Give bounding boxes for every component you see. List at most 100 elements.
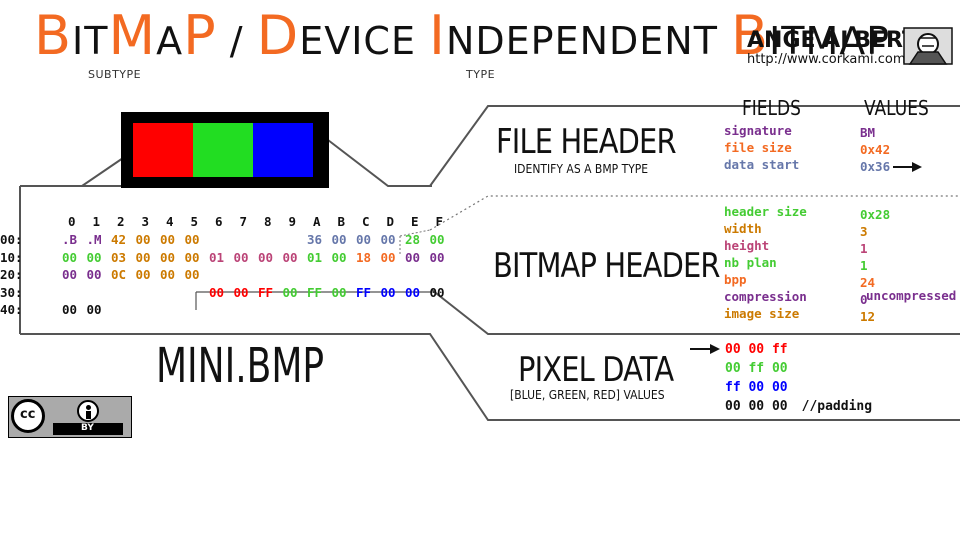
hex-byte: 00: [380, 249, 396, 265]
field-name: bpp: [724, 272, 747, 287]
hex-column-label: D: [386, 214, 395, 229]
hex-column-label: 4: [166, 214, 174, 229]
hex-byte: .B: [62, 232, 78, 247]
file-header-values: BM 0x42 0x36: [860, 124, 890, 175]
field-value: 0x42: [860, 142, 891, 157]
file-header-subtitle: IDENTIFY AS A BMP TYPE: [514, 162, 649, 176]
hex-column-label: 8: [264, 214, 272, 229]
hex-address: 20:: [0, 267, 23, 282]
hex-byte: 00: [184, 267, 200, 282]
file-header-fields: signature file size data start: [724, 122, 799, 173]
field-value: 0: [860, 292, 868, 307]
pixel-data-title: PIXEL DATA: [518, 350, 674, 390]
hex-byte: 0C: [111, 267, 127, 282]
hex-column-label: 7: [239, 214, 248, 229]
pixel-row: ff 00 00: [725, 378, 872, 397]
hex-column-label: 1: [92, 214, 101, 229]
pixel-bytes: 00 00 ff: [725, 342, 788, 357]
padding-comment: //padding: [801, 399, 873, 414]
field-name: compression: [724, 289, 807, 304]
hex-column-label: C: [362, 214, 370, 229]
page-title: BITMAP / DEVICE INDEPENDENT BITMAP: [34, 4, 891, 67]
by-strip: BY: [53, 423, 123, 435]
hex-byte: 28: [405, 232, 421, 247]
hex-byte: 00: [380, 284, 396, 300]
hex-byte: 00: [184, 249, 200, 265]
pixel-data-subtitle: [BLUE, GREEN, RED] VALUES: [510, 388, 665, 402]
field-name: image size: [724, 306, 800, 321]
hex-byte: 00: [184, 232, 200, 247]
hex-byte: 00: [380, 232, 396, 247]
field-value: 1: [860, 241, 868, 256]
pixel-data-rows: 00 00 ff 00 ff 00 ff 00 00 00 00 00 //paddin…: [725, 340, 872, 416]
hex-column-label: 2: [117, 214, 125, 229]
field-value: 12: [860, 309, 876, 324]
values-column-header: VALUES: [864, 96, 929, 120]
pixel-row: 00 00 00 //padding: [725, 397, 872, 416]
pixel-red: [133, 123, 193, 177]
field-name: file size: [724, 140, 792, 155]
bitmap-preview: [121, 112, 329, 188]
field-value: 3: [860, 224, 868, 239]
fields-column-header: FIELDS: [742, 96, 801, 120]
hex-byte: 36: [307, 232, 323, 247]
hex-byte: 01: [307, 249, 323, 265]
hex-byte: 00: [160, 232, 176, 247]
hex-byte: 00: [429, 284, 445, 300]
pixel-bytes: 00 00 00: [725, 399, 788, 414]
field-value: 24: [860, 275, 876, 290]
hex-address: 10:: [0, 249, 23, 265]
person-icon: [77, 400, 99, 422]
bitmap-header-title: BITMAP HEADER: [493, 246, 720, 286]
hex-byte: 00: [233, 284, 249, 300]
compression-note: uncompressed: [866, 288, 957, 303]
field-value: 1: [860, 258, 868, 273]
hex-byte: 00: [62, 267, 78, 282]
pixel-row: 00 00 ff: [725, 340, 872, 359]
hex-byte: 00: [331, 284, 347, 300]
field-name: data start: [724, 157, 800, 172]
hex-byte: 00: [405, 249, 421, 265]
pixel-green: [193, 123, 253, 177]
pixel-bytes: 00 ff 00: [725, 361, 788, 376]
subtype-label: SUBTYPE: [88, 68, 142, 81]
type-label: TYPE: [466, 68, 496, 81]
hex-byte: 00: [135, 249, 151, 265]
hex-address: 40:: [0, 302, 23, 317]
hex-byte: 00: [135, 267, 151, 282]
hex-column-label: B: [337, 214, 346, 229]
field-value: 0x28: [860, 207, 891, 222]
cc-icon: cc: [11, 399, 45, 433]
hex-address: 00:: [0, 232, 23, 247]
hex-byte: 00: [356, 232, 372, 247]
hex-column-label: 5: [190, 214, 199, 229]
cc-license-badge[interactable]: cc BY: [8, 396, 132, 438]
hex-byte: 00: [258, 249, 274, 265]
hex-byte: .M: [86, 232, 102, 247]
field-value: BM: [860, 125, 876, 140]
field-name: signature: [724, 123, 792, 138]
hex-byte: 18: [356, 249, 372, 265]
hex-address: 30:: [0, 284, 23, 300]
hex-byte: 00: [86, 249, 102, 265]
hex-byte: 00: [429, 232, 445, 247]
hex-byte: 00: [282, 249, 298, 265]
hex-byte: 00: [62, 302, 78, 317]
field-name: header size: [724, 204, 807, 219]
field-name: height: [724, 238, 770, 253]
hex-byte: 00: [86, 302, 102, 317]
hex-byte: 03: [111, 249, 127, 265]
filename-label: MINI.BMP: [156, 338, 325, 394]
hex-byte: FF: [258, 284, 274, 300]
hex-byte: 00: [405, 284, 421, 300]
field-value: 0x36: [860, 159, 891, 174]
hex-byte: FF: [307, 284, 323, 300]
pixel-bytes: ff 00 00: [725, 380, 788, 395]
hex-byte: 42: [111, 232, 127, 247]
author-url[interactable]: http://www.corkami.com: [747, 52, 906, 67]
hex-byte: 00: [135, 232, 151, 247]
hex-column-label: 9: [288, 214, 297, 229]
hex-byte: 00: [209, 284, 225, 300]
